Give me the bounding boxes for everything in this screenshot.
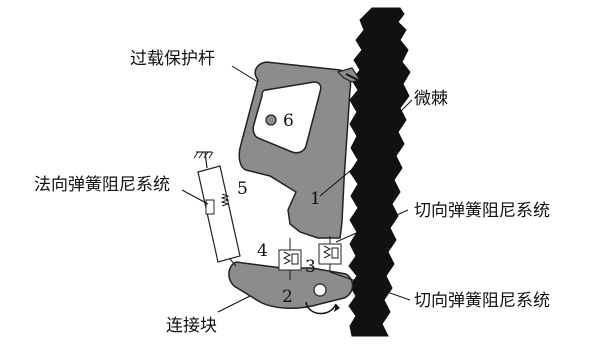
leader-tangential-upper: [335, 209, 409, 243]
rod-inner-cutout: [252, 81, 322, 154]
leader-tangential-lower: [329, 271, 411, 301]
leader-overload-rod: [231, 65, 259, 83]
part-number-2: 2: [282, 287, 293, 307]
label-tangential-upper: 切向弹簧阻尼系统: [414, 201, 550, 221]
rotation-arrowhead: [334, 304, 340, 312]
tangential-spring-damper-3: [318, 236, 342, 272]
part-number-6: 6: [283, 111, 294, 131]
label-connector-block: 连接块: [166, 316, 217, 336]
normal-spring-damper: [193, 151, 241, 267]
rotation-arrow: [305, 301, 337, 315]
part-number-3: 3: [305, 257, 316, 277]
tangential-spring-damper-4: [278, 238, 302, 280]
label-micro-spine: 微棘: [414, 89, 448, 109]
rough-wall-surface: [348, 7, 411, 337]
part-number-4: 4: [257, 241, 268, 261]
part-number-1: 1: [310, 189, 321, 209]
label-normal-spring-damper: 法向弹簧阻尼系统: [34, 175, 170, 195]
label-tangential-lower: 切向弹簧阻尼系统: [414, 291, 550, 311]
pivot-3: [313, 283, 327, 297]
part-number-5: 5: [237, 179, 248, 199]
leader-micro-spine: [399, 99, 413, 113]
label-overload-rod: 过载保护杆: [130, 49, 215, 69]
leader-normal-spring: [181, 189, 209, 205]
leader-part-1: [319, 145, 381, 197]
leader-connector-block: [217, 295, 251, 313]
spine-needle: [345, 73, 363, 83]
pivot-6: [265, 114, 277, 126]
